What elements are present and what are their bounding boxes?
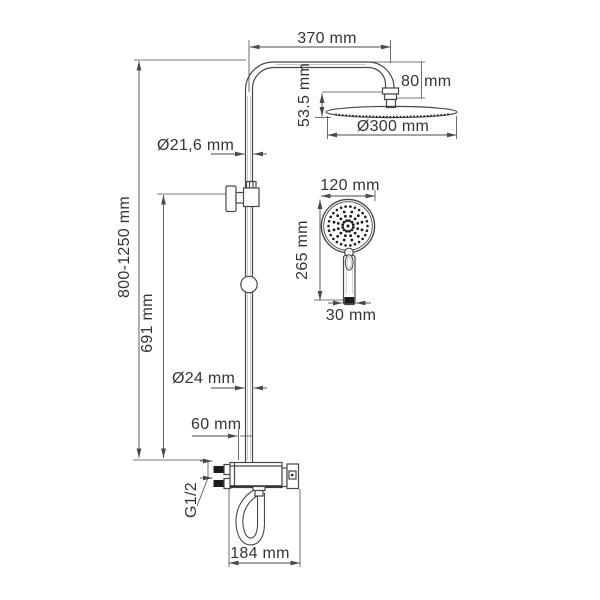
- hose-loop-inner: [236, 490, 264, 545]
- dim-head-diameter-label: Ø300 mm: [357, 118, 429, 135]
- mode-button-inner: [346, 256, 352, 269]
- handle-stem: [281, 467, 288, 488]
- dim-handle-width-label: 30 mm: [326, 307, 376, 324]
- dim-riser-height-label: 691 mm: [139, 293, 156, 353]
- hand-shower-spray-nozzles: [327, 205, 369, 247]
- mixer-body: [229, 461, 283, 489]
- dim-mixer-width-label: 184 mm: [230, 545, 290, 562]
- head-swivel-joint: [381, 87, 400, 95]
- handle-screw: [291, 473, 294, 477]
- head-neck: [385, 98, 397, 109]
- hand-shower: [320, 198, 376, 306]
- dim-head-height-label: 53.5 mm: [296, 63, 313, 127]
- dim-riser-lower-diameter-label: Ø24 mm: [172, 370, 235, 387]
- dim-hand-shower-length-label: 265 mm: [294, 220, 311, 280]
- dim-inlet-thread-label: G1/2: [183, 482, 200, 518]
- slider-knob: [240, 275, 258, 294]
- hose-fitting: [252, 485, 266, 492]
- overhead-shower-head: [325, 87, 458, 119]
- head-plate: [325, 105, 458, 119]
- thermostatic-mixer: [213, 461, 300, 497]
- wall-bracket: [225, 180, 260, 213]
- dim-hand-shower-diameter-label: 120 mm: [320, 177, 380, 194]
- shower-column-structure: [213, 61, 458, 546]
- inlet-nipple-top: [213, 466, 224, 473]
- shower-hose: [235, 489, 265, 546]
- inlet-nipple-bottom: [213, 480, 224, 487]
- dimension-lines: [133, 40, 457, 567]
- dim-riser-upper-diameter-label: Ø21,6 mm: [157, 137, 234, 154]
- dim-arm-width-label: 370 mm: [297, 30, 357, 47]
- dim-head-drop-label: 80 mm: [401, 73, 451, 90]
- dimension-labels: 370 mm 80 mm 53.5 mm Ø300 mm Ø21,6 mm 12…: [116, 30, 451, 562]
- dim-overall-height-label: 800-1250 mm: [116, 196, 133, 298]
- hose-nut: [254, 489, 264, 497]
- head-spray-nozzles: [335, 113, 449, 118]
- shower-arm: [244, 61, 395, 91]
- dim-wall-offset-label: 60 mm: [191, 416, 241, 433]
- hose-connector-tip: [344, 297, 355, 304]
- head-connector: [383, 93, 398, 101]
